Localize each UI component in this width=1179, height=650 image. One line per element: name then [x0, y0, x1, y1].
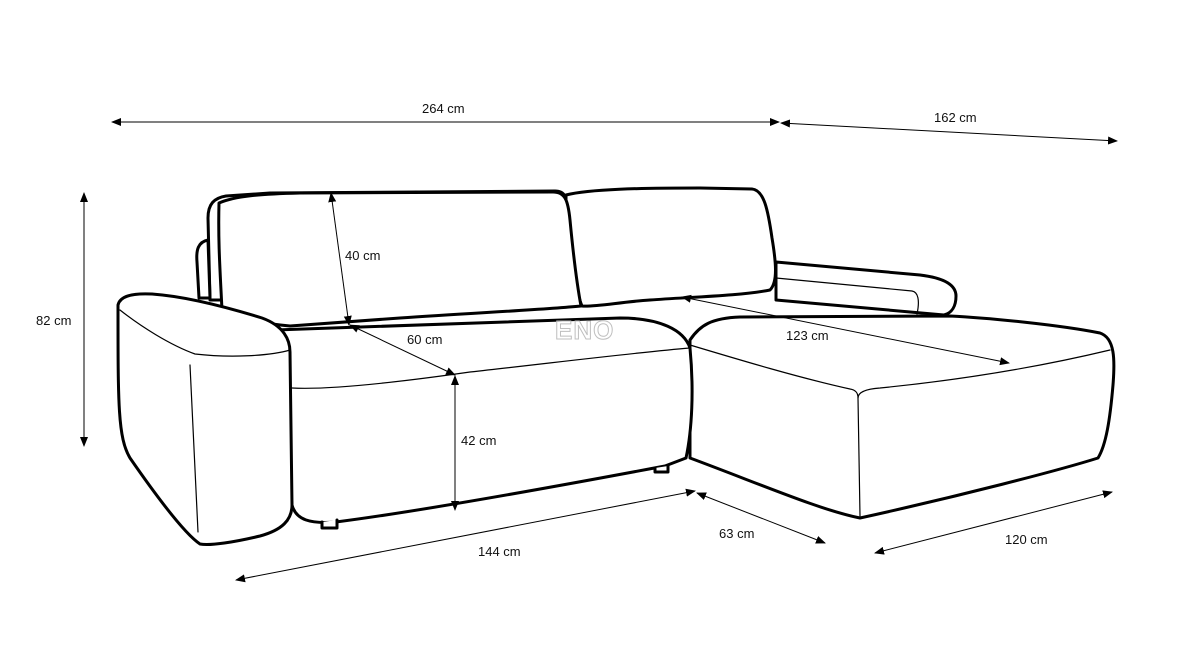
chaise-body: [688, 314, 1116, 520]
dim-line-chaise-length: [681, 294, 1010, 366]
dim-line-backrest-height: [328, 192, 352, 326]
label-backrest-height: 40 cm: [345, 248, 380, 263]
dim-line-front-length: [235, 488, 696, 583]
label-total-width: 264 cm: [422, 101, 465, 116]
chaise-seat-front: [857, 349, 1111, 517]
seat-foot-right: [653, 464, 670, 474]
sofa-drawing: ENO: [116, 186, 1116, 546]
armrest-top: [119, 309, 291, 357]
armrest-left: [116, 292, 294, 546]
seat-block: [273, 316, 694, 524]
label-chaise-depth: 162 cm: [934, 110, 977, 125]
label-seat-depth: 60 cm: [407, 332, 442, 347]
dimension-labels: 264 cm 162 cm 82 cm 40 cm 60 cm 42 cm 12…: [36, 101, 1048, 559]
label-seat-height: 42 cm: [461, 433, 496, 448]
label-height: 82 cm: [36, 313, 71, 328]
armrest-crease: [189, 364, 199, 533]
label-chaise-length: 123 cm: [786, 328, 829, 343]
back-cushion-left: [217, 190, 583, 328]
dim-line-chaise-depth: [780, 119, 1118, 145]
dim-line-seat-depth: [349, 324, 456, 376]
chaise-backrest: [774, 260, 958, 317]
seat-cushion-edge: [291, 347, 691, 389]
label-front-depth: 63 cm: [719, 526, 754, 541]
dim-line-front-depth: [696, 492, 826, 544]
dimension-lines: [80, 118, 1118, 583]
back-cushion-right: [564, 186, 777, 308]
brand-logo: ENO: [555, 315, 614, 345]
back-side-edge: [195, 238, 212, 300]
dim-line-chaise-width: [874, 490, 1113, 555]
label-front-length: 144 cm: [478, 544, 521, 559]
label-chaise-width: 120 cm: [1005, 532, 1048, 547]
